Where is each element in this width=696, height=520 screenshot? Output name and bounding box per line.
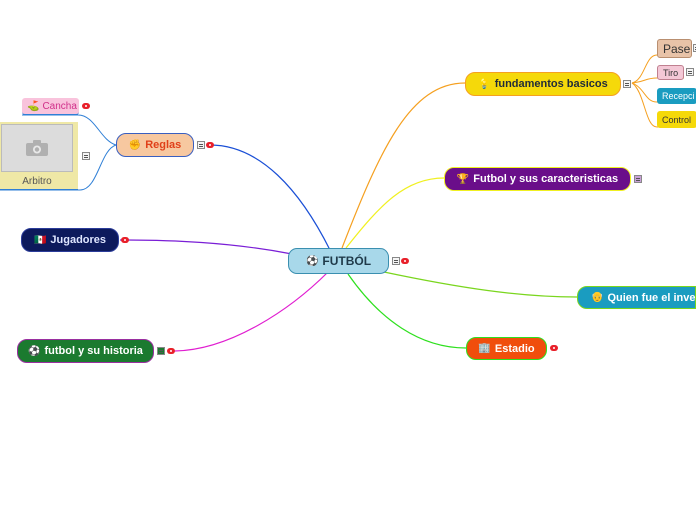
marker-icon[interactable]: [121, 237, 129, 243]
topic-jugadores-label: Jugadores: [50, 234, 106, 246]
topic-tiro[interactable]: Tiro: [657, 65, 684, 80]
note-icon[interactable]: [392, 257, 400, 265]
marker-icon[interactable]: [82, 103, 90, 109]
topic-historia[interactable]: ⚽ futbol y su historia: [17, 339, 154, 363]
note-icon[interactable]: [197, 141, 205, 149]
central-topic-label: FUTBÓL: [322, 254, 371, 268]
note-icon[interactable]: [82, 152, 90, 160]
image-placeholder: [1, 124, 73, 172]
topic-cancha[interactable]: ⛳ Cancha: [22, 98, 79, 115]
topic-estadio[interactable]: 🏢 Estadio: [466, 337, 547, 360]
topic-control-label: Control: [662, 115, 691, 125]
marker-icon[interactable]: [401, 258, 409, 264]
link-caracteristicas: [346, 178, 444, 248]
topic-pase-label: Pase: [663, 42, 690, 56]
marker-icon[interactable]: [550, 345, 558, 351]
field-icon: ⛳: [27, 101, 39, 112]
link-inventor: [384, 272, 577, 297]
topic-fundamentos-label: fundamentos basicos: [495, 78, 608, 90]
topic-caracteristicas[interactable]: 🏆 Futbol y sus caracteristicas: [444, 167, 631, 191]
topic-estadio-label: Estadio: [495, 343, 535, 355]
central-topic[interactable]: ⚽ FUTBÓL: [288, 248, 389, 274]
soccer-ball-icon: ⚽: [28, 346, 40, 357]
note-icon[interactable]: [634, 175, 642, 183]
topic-historia-label: futbol y su historia: [45, 345, 143, 357]
topic-fundamentos[interactable]: 💡 fundamentos basicos: [465, 72, 621, 96]
link-historia: [175, 272, 328, 351]
note-icon[interactable]: [157, 347, 165, 355]
topic-reglas-label: Reglas: [145, 139, 181, 151]
topic-recepci[interactable]: Recepci: [657, 88, 696, 104]
topic-jugadores[interactable]: 🇲🇽 Jugadores: [21, 228, 119, 252]
fist-icon: ✊: [129, 140, 141, 151]
building-icon: 🏢: [478, 343, 490, 354]
topic-tiro-label: Tiro: [663, 68, 678, 78]
topic-cancha-label: Cancha: [42, 101, 76, 112]
trophy-icon: 🏆: [457, 174, 469, 185]
note-icon[interactable]: [623, 80, 631, 88]
marker-icon[interactable]: [167, 348, 175, 354]
link-estadio: [348, 274, 466, 348]
topic-reglas[interactable]: ✊ Reglas: [116, 133, 194, 157]
camera-placeholder-icon: [25, 139, 49, 157]
soccer-ball-icon: ⚽: [306, 256, 318, 267]
marker-icon[interactable]: [206, 142, 214, 148]
lightbulb-icon: 💡: [478, 79, 490, 90]
topic-pase[interactable]: Pase: [657, 39, 692, 58]
link-jugadores: [120, 240, 292, 254]
old-man-icon: 👴: [591, 292, 603, 303]
link-fundamentos: [342, 83, 465, 248]
topic-inventor[interactable]: 👴 Quien fue el inve: [577, 286, 696, 309]
topic-control[interactable]: Control: [657, 111, 696, 128]
topic-caracteristicas-label: Futbol y sus caracteristicas: [473, 173, 618, 185]
note-icon[interactable]: [686, 68, 694, 76]
link-reglas: [210, 145, 330, 250]
topic-recepci-label: Recepci: [662, 91, 695, 101]
topic-inventor-label: Quien fue el inve: [607, 292, 695, 304]
flag-icon: 🇲🇽: [34, 235, 46, 246]
topic-arbitro-label: Arbitro: [0, 176, 74, 187]
topic-arbitro[interactable]: Arbitro: [0, 122, 78, 190]
